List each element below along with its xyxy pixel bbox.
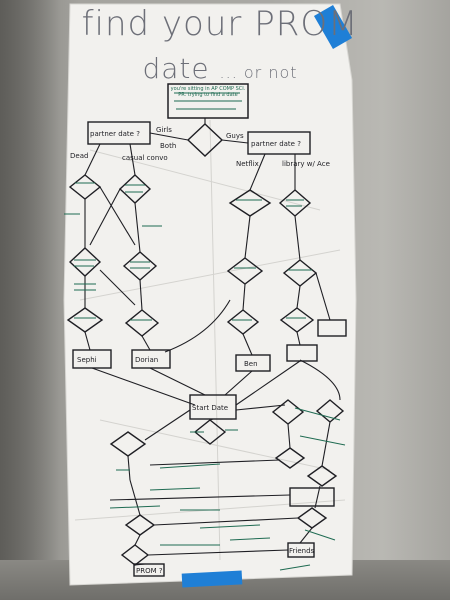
start-box-text-scribbles [174, 92, 242, 110]
tape-top-right [313, 5, 353, 49]
label-ben: Ben [244, 360, 258, 368]
label-girls: Girls [156, 126, 172, 134]
label-start-date: Start Date [192, 404, 228, 412]
label-friends: Friends [289, 547, 315, 555]
flow-arrows [84, 118, 341, 566]
label-guys: Guys [226, 132, 244, 140]
poster-title-word-date: date [142, 52, 210, 85]
start-box-text: you're sitting in AP COMP SCI. PR. tryin… [170, 86, 246, 98]
label-sephi: Sephi [77, 356, 97, 364]
start-box [167, 83, 249, 119]
poster-title-suffix: ... or not [219, 63, 298, 82]
poster-title-line1: find your PROM [81, 4, 359, 44]
paper-sheet [63, 3, 357, 586]
label-library: library w/ Ace [282, 160, 330, 168]
poster-title-line2: date ... or not [60, 52, 380, 85]
label-casual-convo: casual convo [122, 154, 168, 162]
green-annotations [64, 182, 346, 571]
label-prom: PROM ? [136, 567, 163, 575]
node-label-group: Girls Guys Both partner date ? partner d… [70, 126, 330, 575]
tape-bottom [181, 570, 243, 588]
decision-diamond [186, 123, 224, 157]
label-partner-right: partner date ? [251, 140, 301, 148]
label-dorian: Dorian [135, 356, 158, 364]
label-both: Both [160, 142, 176, 150]
label-dead: Dead [70, 152, 88, 160]
wall-shadow [0, 0, 60, 600]
label-partner-left: partner date ? [90, 130, 140, 138]
label-netflix: Netflix [236, 160, 259, 168]
paper-wrinkles [74, 119, 346, 561]
